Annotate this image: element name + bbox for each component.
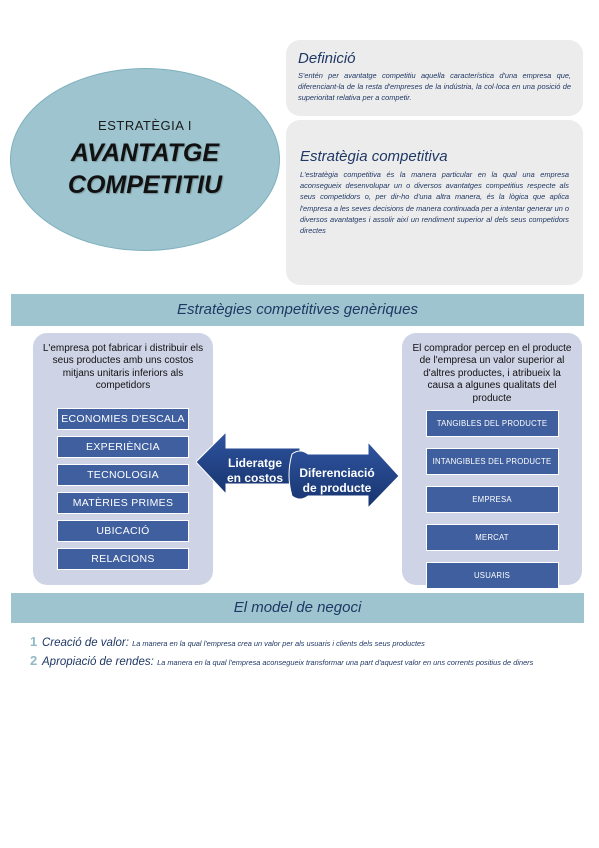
cost-factor-item: ECONOMIES D'ESCALA [57, 408, 189, 430]
cost-leadership-label: Lideratge en costos [222, 456, 288, 486]
list-item: 1 Creació de valor: La manera en la qual… [30, 634, 585, 649]
definition-box: Definició S'entén per avantatge competit… [286, 40, 583, 116]
business-model-list: 1 Creació de valor: La manera en la qual… [30, 634, 585, 672]
cost-factor-item: TECNOLOGIA [57, 464, 189, 486]
list-item-term: Creació de valor: [42, 637, 133, 649]
strategy-arrows [196, 432, 400, 508]
list-item-number: 2 [30, 653, 38, 668]
cost-factor-item: EXPERIÈNCIA [57, 436, 189, 458]
title-subtitle: ESTRATÈGIA I [98, 118, 192, 133]
differentiation-label-line2: de producte [302, 481, 372, 495]
list-item-term: Apropiació de rendes: [42, 656, 158, 668]
list-item-number: 1 [30, 634, 38, 649]
cost-leadership-panel: L'empresa pot fabricar i distribuir els … [33, 333, 213, 585]
right-arrow-shape [288, 440, 400, 508]
definition-text: S'entén per avantatge competitiu aquella… [298, 71, 571, 103]
differentiation-factor-item: USUARIS [425, 562, 559, 589]
title-ellipse: ESTRATÈGIA I AVANTATGE COMPETITIU [10, 68, 280, 251]
title-line-1: AVANTATGE [70, 139, 220, 167]
cost-leadership-intro: L'empresa pot fabricar i distribuir els … [42, 343, 204, 392]
differentiation-factor-item: INTANGIBLES DEL PRODUCTE [425, 448, 559, 475]
list-item-text: Creació de valor: La manera en la qual l… [42, 636, 585, 649]
definition-title: Definició [298, 50, 356, 67]
differentiation-label: Diferenciació de producte [292, 466, 382, 496]
list-item-desc: La manera en la qual l'empresa crea un v… [132, 639, 425, 648]
section-generic-strategies: Estratègies competitives genèriques [11, 294, 584, 326]
list-item-text: Apropiació de rendes: La manera en la qu… [42, 655, 585, 668]
differentiation-intro: El comprador percep en el producte de l'… [412, 343, 572, 404]
differentiation-label-line1: Diferenciació [299, 466, 375, 480]
strategy-title: Estratègia competitiva [300, 148, 448, 165]
cost-factor-item: UBICACIÓ [57, 520, 189, 542]
cost-factor-list: ECONOMIES D'ESCALA EXPERIÈNCIA TECNOLOGI… [33, 408, 213, 570]
cost-leadership-label-line2: en costos [226, 471, 283, 485]
title-line-2: COMPETITIU [67, 171, 223, 199]
cost-factor-item: RELACIONS [57, 548, 189, 570]
strategy-text: L'estratègia competitiva és la manera pa… [300, 170, 569, 236]
cost-leadership-label-line1: Lideratge [227, 456, 282, 470]
strategy-box: Estratègia competitiva L'estratègia comp… [286, 120, 583, 285]
list-item: 2 Apropiació de rendes: La manera en la … [30, 653, 585, 668]
differentiation-factor-item: TANGIBLES DEL PRODUCTE [425, 410, 559, 437]
cost-factor-item: MATÈRIES PRIMES [57, 492, 189, 514]
differentiation-factor-list: TANGIBLES DEL PRODUCTE INTANGIBLES DEL P… [402, 410, 582, 589]
differentiation-factor-item: EMPRESA [425, 486, 559, 513]
section-business-model: El model de negoci [11, 593, 584, 623]
list-item-desc: La manera en la qual l'empresa aconsegue… [157, 658, 534, 667]
differentiation-panel: El comprador percep en el producte de l'… [402, 333, 582, 589]
differentiation-factor-item: MERCAT [425, 524, 559, 551]
